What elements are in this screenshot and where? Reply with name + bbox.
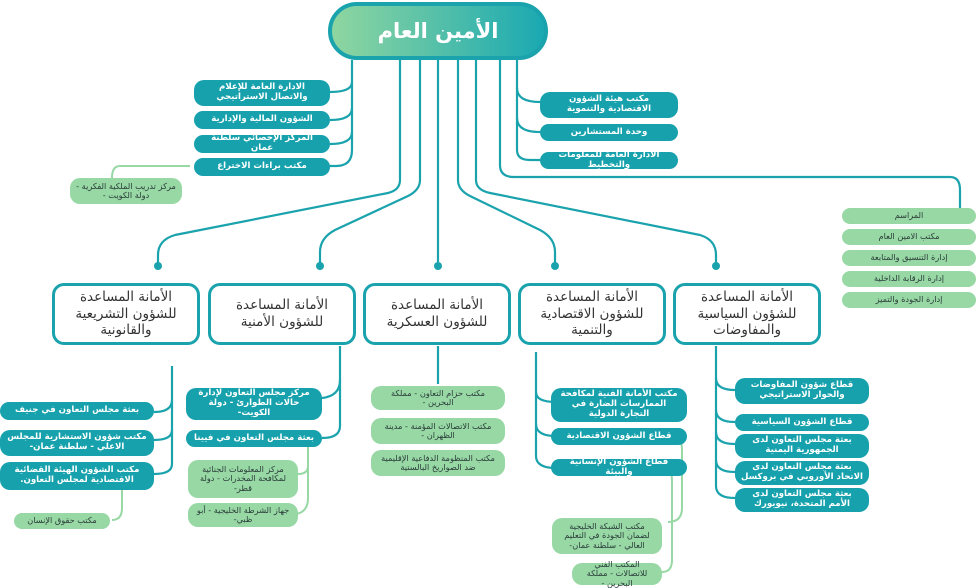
security-sub[interactable]: مركز المعلومات الجنائية لمكافحة المخدرات… xyxy=(188,460,298,498)
legal-sub[interactable]: مكتب حقوق الإنسان xyxy=(14,513,110,529)
security-child[interactable]: مركز مجلس التعاون لإدارة حالات الطوارئ -… xyxy=(186,388,322,420)
political-child[interactable]: قطاع شؤون المفاوضات والحوار الاستراتيجي xyxy=(735,378,869,404)
legal-child[interactable]: بعثة مجلس التعاون في جنيف xyxy=(0,402,154,420)
military-sub[interactable]: مكتب الاتصالات المؤمنة - مدينة الظهران - xyxy=(371,418,505,444)
political-child[interactable]: بعثة مجلس التعاون لدى الأمم المتحدة، نيو… xyxy=(735,488,869,512)
political-child[interactable]: قطاع الشؤون السياسية xyxy=(735,414,869,431)
military-sub[interactable]: مكتب حزام التعاون - مملكة البحرين - xyxy=(371,386,505,410)
right-unit[interactable]: الادارة العامة للمعلومات والتخطيط xyxy=(540,150,678,169)
far-right-unit[interactable]: إدارة التنسيق والمتابعة xyxy=(842,250,976,266)
legal-child[interactable]: مكتب شؤون الاستشارية للمجلس الاعلي - سلط… xyxy=(0,430,154,456)
assistant-security[interactable]: الأمانة المساعدة للشؤون الأمنية xyxy=(208,283,356,345)
left-unit[interactable]: الشؤون المالية والإدارية xyxy=(194,111,330,129)
far-right-unit[interactable]: مكتب الامين العام xyxy=(842,229,976,245)
economic-sub[interactable]: المكتب الفني للاتصالات - مملكة البحرين - xyxy=(572,559,662,587)
assistant-political[interactable]: الأمانة المساعدة للشؤون السياسية والمفاو… xyxy=(673,283,821,345)
assistant-economic[interactable]: الأمانة المساعدة للشؤون الاقتصادية والتن… xyxy=(518,283,666,345)
secretary-general-node[interactable]: الأمين العام xyxy=(328,2,548,60)
far-right-unit[interactable]: إدارة الجودة والتميز xyxy=(842,292,976,308)
connector-dots xyxy=(154,262,720,270)
political-child[interactable]: بعثة مجلس التعاون لدى الجمهورية اليمنية xyxy=(735,434,869,458)
legal-child[interactable]: مكتب الشؤون الهيئة القضائية الاقتصادية ل… xyxy=(0,462,154,490)
economic-child[interactable]: قطاع الشؤون الاقتصادية xyxy=(551,428,687,445)
left-unit[interactable]: مكتب براءات الاختراع xyxy=(194,158,330,176)
economic-child[interactable]: قطاع الشؤون الإنسانية والبيئة xyxy=(551,457,687,476)
right-unit[interactable]: مكتب هيئة الشؤون الاقتصادية والتنموية xyxy=(540,92,678,118)
far-right-unit[interactable]: المراسم xyxy=(842,208,976,224)
economic-sub[interactable]: مكتب الشبكة الخليجية لضمان الجودة في الت… xyxy=(552,518,662,554)
political-child[interactable]: بعثة مجلس التعاون لدى الاتحاد الأوروبي ف… xyxy=(735,461,869,485)
security-sub[interactable]: جهاز الشرطة الخليجية - أبو ظبي- xyxy=(188,503,298,527)
left-sub-unit[interactable]: مركز تدريب الملكية الفكرية - دولة الكويت… xyxy=(70,178,182,204)
far-right-unit[interactable]: إدارة الرقابة الداخلية xyxy=(842,271,976,287)
left-unit[interactable]: المركز الإحصائي سلطنة عمان xyxy=(194,133,330,153)
assistant-military[interactable]: الأمانة المساعدة للشؤون العسكرية xyxy=(363,283,511,345)
assistant-legal[interactable]: الأمانة المساعدة للشؤون التشريعية والقان… xyxy=(52,283,200,345)
security-child[interactable]: بعثة مجلس التعاون في فيينا xyxy=(186,430,322,447)
left-unit[interactable]: الادارة العامة للإعلام والاتصال الاسترات… xyxy=(194,80,330,106)
military-sub[interactable]: مكتب المنظومة الدفاعية الإقليمية ضد الصو… xyxy=(371,450,505,476)
right-unit[interactable]: وحدة المستشارين xyxy=(540,124,678,141)
economic-child[interactable]: مكتب الأمانة الفنية لمكافحة الممارسات ال… xyxy=(551,388,687,422)
